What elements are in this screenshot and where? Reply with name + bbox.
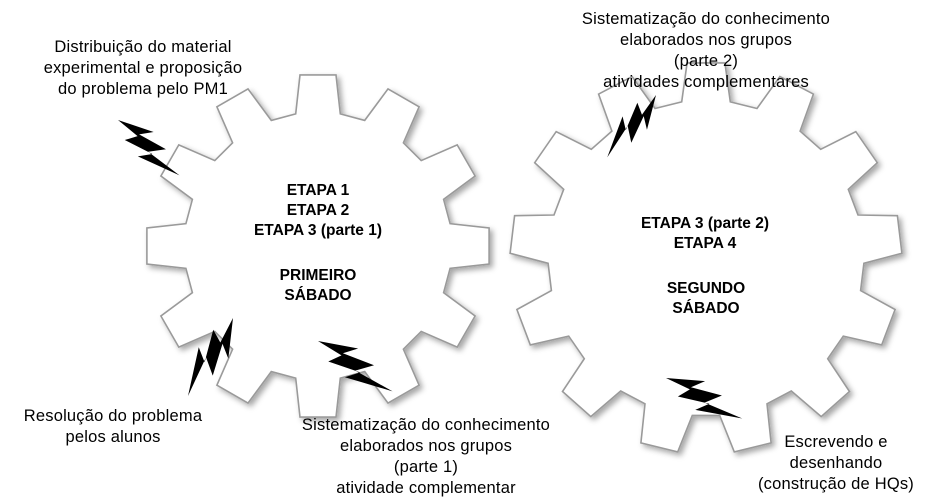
lightning-bolts xyxy=(118,95,743,419)
annotation-line: Resolução do problema xyxy=(23,407,203,425)
gear1-stage-1: ETAPA 1 xyxy=(286,182,350,199)
gear-primeiro-sabado xyxy=(146,74,490,418)
annotation-line: do problema pelo PM1 xyxy=(57,80,228,98)
annotation-line: (construção de HQs) xyxy=(757,475,915,493)
lightning-bolt-icon xyxy=(188,318,233,396)
annotation-line: experimental e proposição xyxy=(43,59,243,77)
gear2-day-line-2: SÁBADO xyxy=(672,300,740,317)
annotation-line: Escrevendo e xyxy=(784,433,888,451)
annotation-systematization-part1: Sistematização do conhecimento elaborado… xyxy=(276,415,576,499)
gear1-day: PRIMEIRO SÁBADO xyxy=(248,266,388,306)
gear2-day: SEGUNDO SÁBADO xyxy=(636,279,776,319)
gear2-stages: ETAPA 3 (parte 2) ETAPA 4 xyxy=(605,214,805,254)
annotation-line: Sistematização do conhecimento xyxy=(301,416,551,434)
annotation-resolution: Resolução do problema pelos alunos xyxy=(8,406,218,448)
gear-shape xyxy=(509,62,903,453)
annotation-line: (parte 1) xyxy=(393,458,459,476)
gear-shape xyxy=(146,74,490,418)
annotation-line: (parte 2) xyxy=(673,52,739,70)
gear2-day-line-1: SEGUNDO xyxy=(666,280,746,297)
lightning-bolt-icon xyxy=(607,95,656,158)
annotation-writing: Escrevendo e desenhando (construção de H… xyxy=(736,432,936,495)
annotation-line: Distribuição do material xyxy=(54,38,232,56)
gear1-stage-3: ETAPA 3 (parte 1) xyxy=(253,222,383,239)
annotation-line: desenhando xyxy=(789,454,883,472)
annotation-distribution: Distribuição do material experimental e … xyxy=(18,37,268,100)
gear1-day-line-2: SÁBADO xyxy=(284,287,352,304)
annotation-line: atividade complementar xyxy=(336,479,516,497)
lightning-bolt-icon xyxy=(118,120,180,176)
gear1-stage-2: ETAPA 2 xyxy=(286,202,350,219)
annotation-line: pelos alunos xyxy=(65,428,161,446)
gear1-stages: ETAPA 1 ETAPA 2 ETAPA 3 (parte 1) xyxy=(208,181,428,241)
gear1-day-line-1: PRIMEIRO xyxy=(279,267,357,284)
lightning-bolt-icon xyxy=(318,341,393,392)
annotation-line: atividades complementares xyxy=(603,73,809,91)
lightning-bolt-icon xyxy=(666,378,743,419)
gear2-stage-2: ETAPA 4 xyxy=(673,235,737,252)
gear2-stage-1: ETAPA 3 (parte 2) xyxy=(640,215,770,232)
annotation-systematization-part2: Sistematização do conhecimento elaborado… xyxy=(556,9,856,93)
gear-segundo-sabado xyxy=(509,62,903,453)
annotation-line: elaborados nos grupos xyxy=(619,31,793,49)
annotation-line: Sistematização do conhecimento xyxy=(581,10,831,28)
annotation-line: elaborados nos grupos xyxy=(339,437,513,455)
